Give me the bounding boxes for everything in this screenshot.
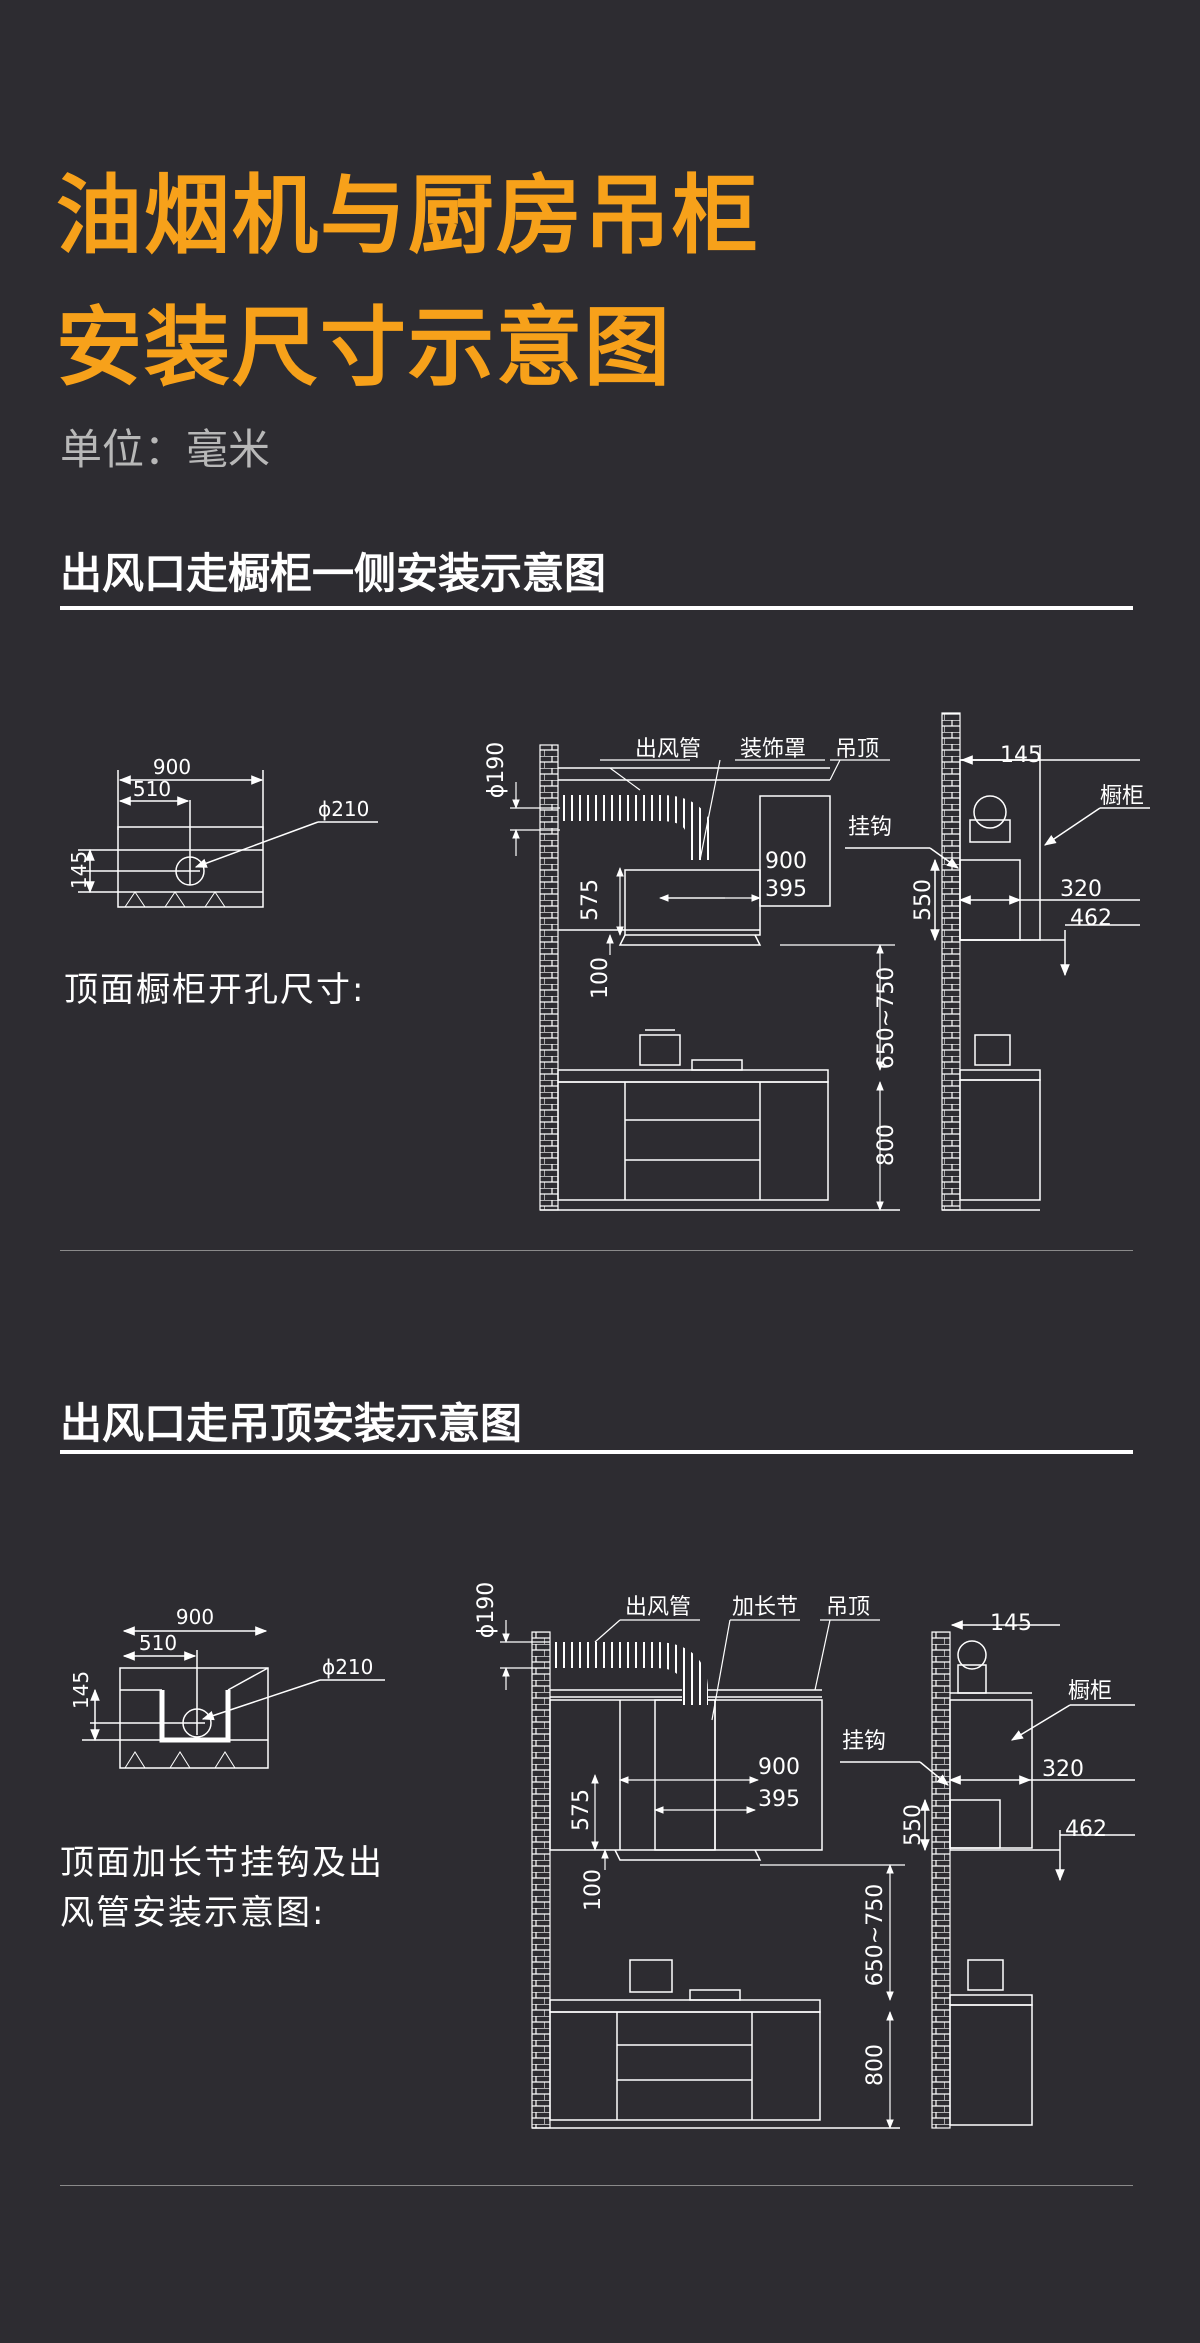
side-duct-stack bbox=[969, 819, 1011, 843]
cabinet-top-outline-2 bbox=[119, 1667, 269, 1769]
side-wall-cabinet-2 bbox=[949, 1699, 1033, 1849]
wall-cabinet bbox=[759, 795, 831, 907]
side-hood-2 bbox=[949, 1799, 1001, 1849]
side-extension-2 bbox=[957, 1664, 987, 1694]
section2-title: 出风口走吊顶安装示意图 bbox=[60, 1399, 523, 1448]
section1-side-elevation: 145 橱柜 挂钩 550 320 462 bbox=[845, 712, 1150, 1211]
dim-550: 550 bbox=[911, 879, 936, 921]
dim-575: 575 bbox=[578, 879, 603, 921]
side-duct-outlet bbox=[973, 795, 1007, 829]
section2-side-elevation: 145 橱柜 挂钩 550 320 462 bbox=[840, 1611, 1135, 2129]
section2-rule bbox=[60, 1450, 1133, 1454]
dim2-phi210: ϕ210 bbox=[322, 1655, 373, 1679]
title-line-1: 油烟机与厨房吊柜 bbox=[56, 166, 760, 266]
brick-wall bbox=[539, 744, 559, 1211]
side-base-cabinet bbox=[959, 1079, 1041, 1201]
label2-ceiling: 吊顶 bbox=[826, 1595, 870, 1620]
brick-wall-side-2 bbox=[931, 1631, 951, 2129]
side-duct-outlet-2 bbox=[957, 1640, 987, 1670]
section1-front-elevation: 出风管 装饰罩 吊顶 ϕ190 900 395 575 100 650~750 … bbox=[484, 737, 900, 1211]
exhaust-duct-2 bbox=[552, 1642, 708, 1705]
section1-rule bbox=[60, 606, 1133, 610]
dim-462: 462 bbox=[1070, 906, 1112, 931]
brick-wall-2 bbox=[531, 1631, 551, 2129]
brick-wall-side bbox=[941, 712, 961, 1211]
label2-extension: 加长节 bbox=[732, 1595, 798, 1620]
label-cover: 装饰罩 bbox=[740, 737, 806, 762]
section2-divider bbox=[60, 2185, 1133, 2186]
dim-320: 320 bbox=[1060, 877, 1102, 902]
dim-510: 510 bbox=[133, 777, 171, 801]
side-countertop bbox=[959, 1069, 1041, 1081]
dim2-510: 510 bbox=[139, 1631, 177, 1655]
dim2-side-145: 145 bbox=[990, 1611, 1032, 1636]
base-cabinet-2 bbox=[549, 2011, 821, 2121]
dim-800: 800 bbox=[874, 1124, 899, 1166]
dim2-front-395: 395 bbox=[758, 1787, 800, 1812]
dim-145: 145 bbox=[67, 851, 91, 889]
label2-exhaust-pipe: 出风管 bbox=[625, 1595, 691, 1620]
dim2-100: 100 bbox=[581, 1869, 606, 1911]
dim2-550: 550 bbox=[901, 1804, 926, 1846]
extension-section bbox=[654, 1699, 716, 1851]
dim2-462: 462 bbox=[1065, 1817, 1107, 1842]
label-ceiling: 吊顶 bbox=[835, 737, 879, 762]
section1-top-plan bbox=[78, 770, 378, 908]
dim2-320: 320 bbox=[1042, 1757, 1084, 1782]
label-exhaust-pipe: 出风管 bbox=[635, 737, 701, 762]
label-cabinet: 橱柜 bbox=[1100, 784, 1144, 809]
title-line-2: 安装尺寸示意图 bbox=[56, 298, 672, 398]
countertop bbox=[557, 1069, 829, 1083]
stove-burner-2 bbox=[689, 1989, 741, 2001]
unit-label: 单位：毫米 bbox=[60, 425, 271, 474]
dim2-800: 800 bbox=[863, 2044, 888, 2086]
countertop-2 bbox=[549, 1999, 821, 2013]
dim-phi210: ϕ210 bbox=[318, 797, 369, 821]
section2-caption-line-1: 顶面加长节挂钩及出 bbox=[60, 1843, 384, 1883]
dim2-145: 145 bbox=[69, 1671, 93, 1709]
dim2-650-750: 650~750 bbox=[863, 1884, 888, 1986]
pot bbox=[639, 1034, 681, 1066]
exhaust-duct bbox=[560, 795, 713, 860]
section2-top-plan bbox=[82, 1626, 385, 1769]
section1-title: 出风口走橱柜一侧安装示意图 bbox=[60, 549, 607, 598]
dim2-phi190: ϕ190 bbox=[474, 1582, 499, 1639]
side-wall-cabinet bbox=[959, 759, 1041, 941]
dim-front-395: 395 bbox=[765, 877, 807, 902]
section2-top-plan-labels: 900 510 145 ϕ210 bbox=[69, 1605, 373, 1709]
side-pot-2 bbox=[967, 1959, 1004, 1991]
dim-900: 900 bbox=[153, 755, 191, 779]
dim2-575: 575 bbox=[569, 1789, 594, 1831]
section1-divider bbox=[60, 1250, 1133, 1251]
dim-phi190: ϕ190 bbox=[484, 742, 509, 799]
section2-caption: 顶面加长节挂钩及出 风管安装示意图: bbox=[60, 1838, 384, 1938]
label2-hook: 挂钩 bbox=[842, 1729, 886, 1754]
pot-2 bbox=[629, 1959, 673, 1993]
side-base-cabinet-2 bbox=[949, 2004, 1033, 2126]
stove-burner bbox=[691, 1059, 743, 1071]
section2-front-elevation: 出风管 加长节 吊顶 ϕ190 900 395 575 100 650~750 … bbox=[474, 1582, 905, 2129]
hood-cover bbox=[624, 869, 761, 936]
label-hook: 挂钩 bbox=[848, 815, 892, 840]
dim-side-145: 145 bbox=[1000, 743, 1042, 768]
dim2-front-900: 900 bbox=[758, 1755, 800, 1780]
side-countertop-2 bbox=[949, 1994, 1033, 2006]
section2-caption-line-2: 风管安装示意图: bbox=[60, 1893, 326, 1933]
dim-front-900: 900 bbox=[765, 849, 807, 874]
dim-100: 100 bbox=[588, 957, 613, 999]
label2-cabinet: 橱柜 bbox=[1068, 1679, 1112, 1704]
section1-caption: 顶面橱柜开孔尺寸: bbox=[64, 970, 366, 1010]
dim-650-750: 650~750 bbox=[874, 967, 899, 1069]
section1-top-plan-labels: 900 510 145 ϕ210 bbox=[67, 755, 369, 889]
page-title: 油烟机与厨房吊柜 安装尺寸示意图 bbox=[56, 150, 760, 414]
side-pot bbox=[974, 1034, 1011, 1066]
base-cabinet bbox=[557, 1081, 829, 1201]
dim2-900: 900 bbox=[176, 1605, 214, 1629]
